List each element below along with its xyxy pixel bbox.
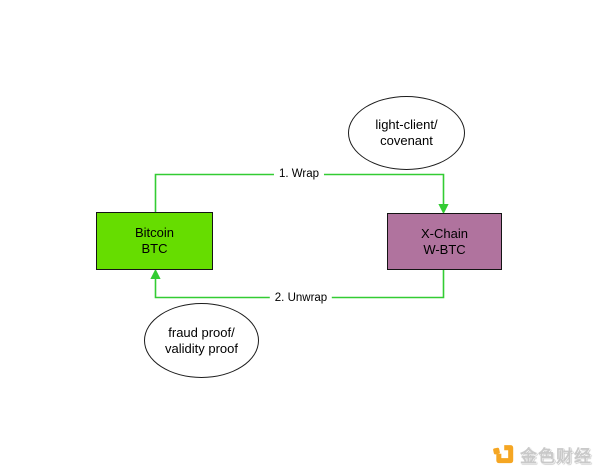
jinse-logo-icon (493, 445, 514, 464)
node-light-client-line2: covenant (380, 133, 433, 148)
node-fraud-validity-proof: fraud proof/ validity proof (144, 303, 259, 378)
jinse-logo-text: 金色财经 (520, 447, 592, 466)
node-bitcoin-btc: Bitcoin BTC (96, 212, 213, 270)
node-xchain-line2: W-BTC (423, 241, 466, 257)
node-light-client-line1: light-client/ (375, 117, 438, 132)
node-fraud-proof-line1: fraud proof/ (168, 324, 235, 340)
node-light-client-covenant: light-client/ covenant (348, 96, 465, 170)
node-xchain-line1: X-Chain (421, 225, 468, 241)
wrap-connector-line (154, 173, 445, 212)
node-bitcoin-line2: BTC (141, 241, 168, 256)
edge-label-unwrap: 2. Unwrap (269, 292, 333, 304)
edge-label-wrap: 1. Wrap (273, 168, 325, 180)
wrap-arrowhead (438, 204, 449, 215)
jinse-finance-logo: 金色财经 (492, 442, 592, 467)
node-fraud-proof-line2: validity proof (165, 340, 238, 356)
unwrap-arrowhead (150, 268, 161, 279)
node-bitcoin-line1: Bitcoin (134, 225, 175, 240)
node-xchain-wbtc: X-Chain W-BTC (387, 213, 502, 270)
